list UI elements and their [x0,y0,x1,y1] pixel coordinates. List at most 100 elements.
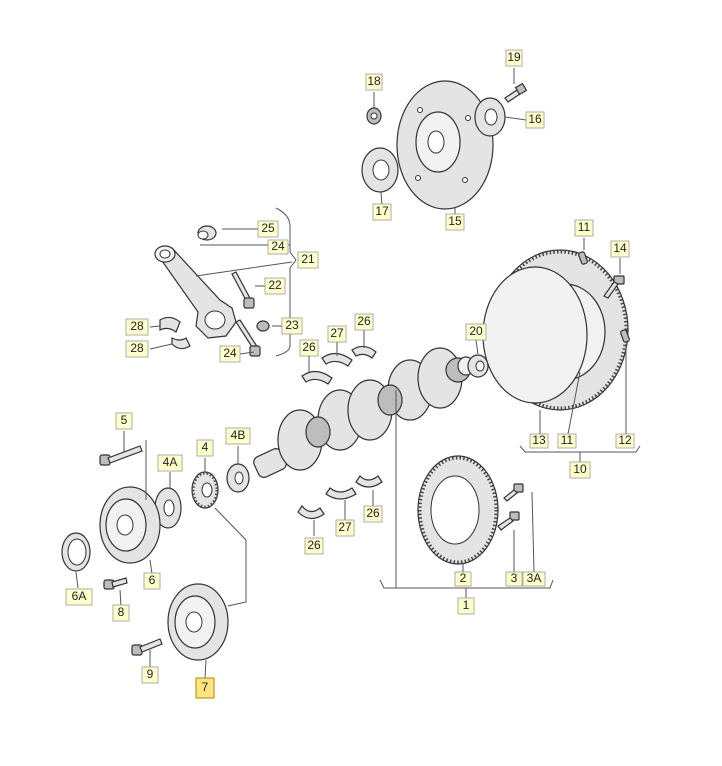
svg-text:8: 8 [118,605,125,619]
label-26d[interactable]: 26 [363,505,383,523]
label-1[interactable]: 1 [457,597,475,615]
label-27a[interactable]: 27 [327,325,347,343]
seal-6A [61,532,91,572]
label-26c[interactable]: 26 [304,537,324,555]
label-24a[interactable]: 24 [267,239,289,255]
bearing-shell-27-lower [325,487,357,500]
svg-text:28: 28 [130,319,144,333]
svg-text:5: 5 [121,413,128,427]
bearing-shell-28a [159,316,181,333]
label-26a[interactable]: 26 [299,339,319,357]
label-5[interactable]: 5 [115,412,133,430]
label-11a[interactable]: 11 [574,219,594,237]
svg-text:3: 3 [511,571,518,585]
label-14[interactable]: 14 [610,240,630,258]
svg-text:24: 24 [223,346,237,360]
bolt-14 [603,275,625,299]
svg-text:15: 15 [448,214,462,228]
rod-bolt-22 [231,271,255,309]
svg-text:9: 9 [147,667,154,681]
svg-text:21: 21 [301,252,315,266]
svg-text:2: 2 [460,571,467,585]
leader-lines [75,68,641,679]
label-22[interactable]: 22 [264,277,286,295]
label-6[interactable]: 6 [143,572,161,590]
label-10[interactable]: 10 [569,461,591,479]
svg-text:25: 25 [261,221,275,235]
label-20[interactable]: 20 [465,323,487,341]
bolt-19 [504,82,528,103]
svg-text:26: 26 [357,314,371,328]
svg-text:10: 10 [573,462,587,476]
svg-text:3A: 3A [527,571,542,585]
label-4A[interactable]: 4A [157,454,183,472]
svg-text:24: 24 [271,239,285,253]
label-12[interactable]: 12 [615,433,635,449]
label-4[interactable]: 4 [196,439,214,457]
svg-text:4B: 4B [231,428,246,442]
bolt-8 [103,577,128,590]
washer-4B [226,463,250,493]
svg-text:28: 28 [130,341,144,355]
svg-text:16: 16 [528,112,542,126]
bolt-18 [366,107,382,125]
label-11b[interactable]: 11 [557,433,577,449]
label-9[interactable]: 9 [141,666,159,684]
label-28b[interactable]: 28 [125,340,149,358]
label-25[interactable]: 25 [257,220,279,238]
label-6A[interactable]: 6A [65,588,93,606]
rod-bolt-24 [235,319,261,357]
shim-plate-16 [474,97,506,137]
label-3A[interactable]: 3A [522,571,546,587]
svg-text:11: 11 [578,220,591,234]
label-13[interactable]: 13 [529,433,549,449]
label-26b[interactable]: 26 [354,313,374,331]
bearing-shell-26-lower-left [297,504,325,520]
svg-text:14: 14 [613,241,627,255]
bearing-shell-26-upper-left [301,370,333,385]
label-18[interactable]: 18 [365,73,383,91]
nut-23 [256,320,270,332]
bearing-shell-26-upper-right [351,345,377,359]
svg-text:22: 22 [268,278,282,292]
label-17[interactable]: 17 [372,203,392,221]
svg-text:23: 23 [285,318,299,332]
crankshaft [253,347,475,478]
svg-text:12: 12 [618,433,632,447]
label-8[interactable]: 8 [112,604,130,622]
part-labels: 18 19 16 17 15 25 24 21 22 23 24 28 28 2… [65,49,635,699]
bolt-3 [497,511,520,531]
svg-text:4A: 4A [163,455,178,469]
label-19[interactable]: 19 [505,49,523,67]
washer-4A [154,487,182,529]
svg-text:19: 19 [507,50,521,64]
bolt-3A [503,483,524,502]
label-24b[interactable]: 24 [219,345,241,363]
svg-text:27: 27 [338,520,352,534]
svg-text:26: 26 [366,506,380,520]
ring-gear-13 [482,266,588,404]
label-27b[interactable]: 27 [335,519,355,537]
label-2[interactable]: 2 [454,571,472,587]
label-15[interactable]: 15 [445,213,465,231]
svg-text:26: 26 [307,538,321,552]
connecting-rod [154,245,237,339]
label-16[interactable]: 16 [525,111,545,129]
svg-text:27: 27 [330,326,344,340]
svg-text:7: 7 [202,680,209,694]
svg-text:13: 13 [532,433,546,447]
label-28a[interactable]: 28 [125,318,149,336]
label-23[interactable]: 23 [281,317,303,335]
bolt-9 [131,638,163,656]
label-21[interactable]: 21 [297,251,319,269]
svg-text:18: 18 [367,74,381,88]
bolt-5 [99,445,143,466]
svg-text:20: 20 [469,324,483,338]
drive-plate-2 [417,455,499,565]
label-3[interactable]: 3 [505,571,523,587]
svg-text:11: 11 [561,433,574,447]
svg-text:17: 17 [375,204,389,218]
svg-text:6: 6 [149,573,156,587]
label-4B[interactable]: 4B [225,427,251,445]
label-7-highlighted[interactable]: 7 [195,677,215,699]
